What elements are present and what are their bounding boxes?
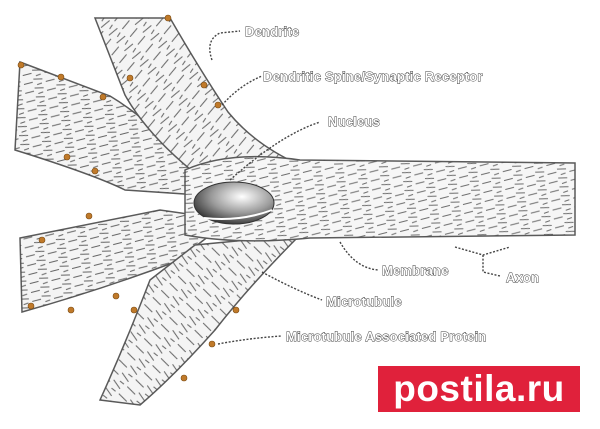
spine-dot [85, 212, 93, 220]
label-nucleus: Nucleus [328, 114, 380, 129]
leader-spine [221, 75, 263, 106]
leader-axon [454, 246, 511, 277]
spine-dot [130, 306, 138, 314]
label-membrane: Membrane [382, 263, 449, 278]
spine-dot [91, 167, 99, 175]
label-dendritic-spine: Dendritic Spine/Synaptic Receptor [263, 69, 483, 84]
spine-dot [57, 73, 65, 81]
spine-dot [200, 81, 208, 89]
nucleus [193, 181, 275, 225]
spine-dot [232, 306, 240, 314]
spine-dots [17, 14, 240, 382]
spine-dot [112, 292, 120, 300]
leader-lines [209, 30, 511, 345]
spine-dot [99, 93, 107, 101]
spine-dot [164, 14, 172, 22]
spine-dot [63, 153, 71, 161]
spine-dot [38, 236, 46, 244]
spine-dot [208, 340, 216, 348]
leader-nucleus [229, 121, 321, 181]
label-microtubule: Microtubule [326, 294, 402, 309]
label-axon: Axon [506, 270, 539, 285]
spine-dot [214, 101, 222, 109]
watermark: postila.ru [378, 366, 580, 412]
leader-map [217, 335, 283, 345]
label-dendrite: Dendrite [245, 24, 299, 39]
neuron-body [14, 17, 576, 406]
spine-dot [126, 74, 134, 82]
label-microtubule-associated-protein: Microtubule Associated Protein [286, 329, 487, 344]
leader-membrane [339, 241, 379, 271]
spine-dot [27, 302, 35, 310]
spine-dot [67, 306, 75, 314]
spine-dot [180, 374, 188, 382]
spine-dot [17, 61, 25, 69]
leader-dendrite [209, 30, 241, 61]
leader-microtubule [261, 271, 323, 301]
